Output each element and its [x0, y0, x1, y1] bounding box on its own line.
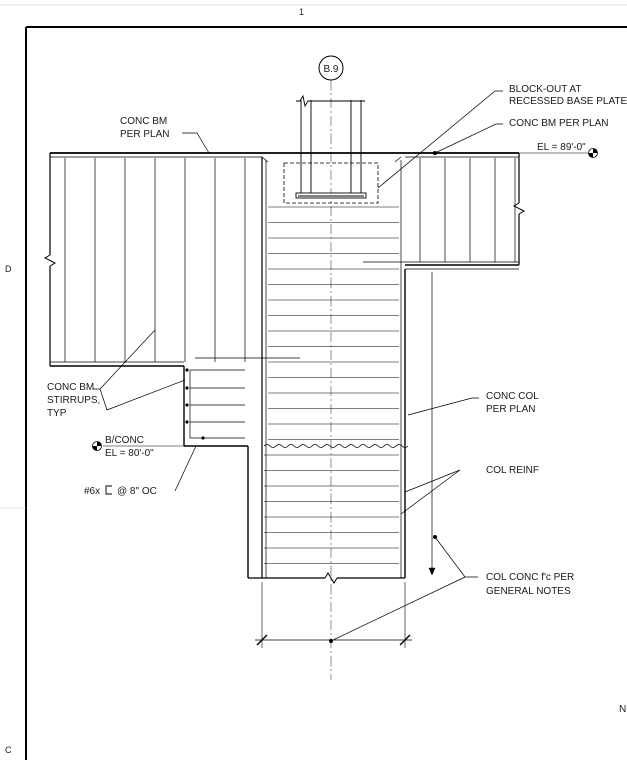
conc-col-label-line2: PER PLAN	[486, 404, 535, 415]
elevation-marker-bottom	[92, 441, 184, 451]
stirrups-label-line2: STIRRUPS,	[47, 395, 100, 406]
grid-row-d: D	[5, 264, 12, 274]
column-bubble-label: B.9	[323, 64, 338, 75]
blockout-label-line2: RECESSED BASE PLATE	[509, 96, 627, 107]
column-width-dimension	[255, 582, 412, 648]
conc-bm-right-label: CONC BM PER PLAN	[509, 118, 608, 129]
construction-joint	[263, 444, 409, 448]
right-concrete-beam	[363, 153, 526, 270]
column-ties	[264, 206, 399, 564]
corner-mark: N	[619, 704, 626, 715]
leader-lines	[93, 90, 503, 642]
ground-arrow	[428, 272, 436, 576]
column-grid-bubble: B.9	[318, 55, 344, 81]
stirrups-label-line1: CONC BM	[47, 382, 94, 393]
bconc-label-line1: B/CONC	[105, 435, 144, 446]
elevation-marker-top	[519, 148, 598, 158]
col-reinf-label: COL REINF	[486, 465, 539, 476]
beam-bar-dots	[185, 368, 205, 440]
sheet-frame	[0, 4, 627, 760]
bar-callout-prefix: #6x	[84, 486, 100, 497]
left-concrete-beam	[43, 153, 300, 447]
stirrups-label-line3: TYP	[47, 408, 67, 419]
bar-shape-icon	[105, 485, 112, 495]
conc-col-label-line1: CONC COL	[486, 391, 539, 402]
grid-row-c: C	[5, 745, 12, 755]
blockout-label-line1: BLOCK-OUT AT	[509, 84, 581, 95]
col-conc-label-line1: COL CONC f'c PER	[486, 572, 574, 583]
conc-bm-left-line2: PER PLAN	[120, 129, 169, 140]
col-conc-label-line2: GENERAL NOTES	[486, 586, 571, 597]
bconc-label-line2: EL = 80'-0"	[105, 448, 154, 459]
bar-callout-suffix: @ 8" OC	[117, 486, 157, 497]
top-elevation-label: EL = 89'-0"	[537, 142, 586, 153]
conc-bm-left-line1: CONC BM	[120, 116, 167, 127]
concrete-column	[247, 156, 406, 584]
leader-dots	[329, 151, 437, 643]
grid-column-number: 1	[299, 7, 304, 17]
beam-top-edge	[50, 152, 519, 158]
blockout-outline	[283, 162, 379, 204]
steel-column-stub	[295, 94, 367, 199]
